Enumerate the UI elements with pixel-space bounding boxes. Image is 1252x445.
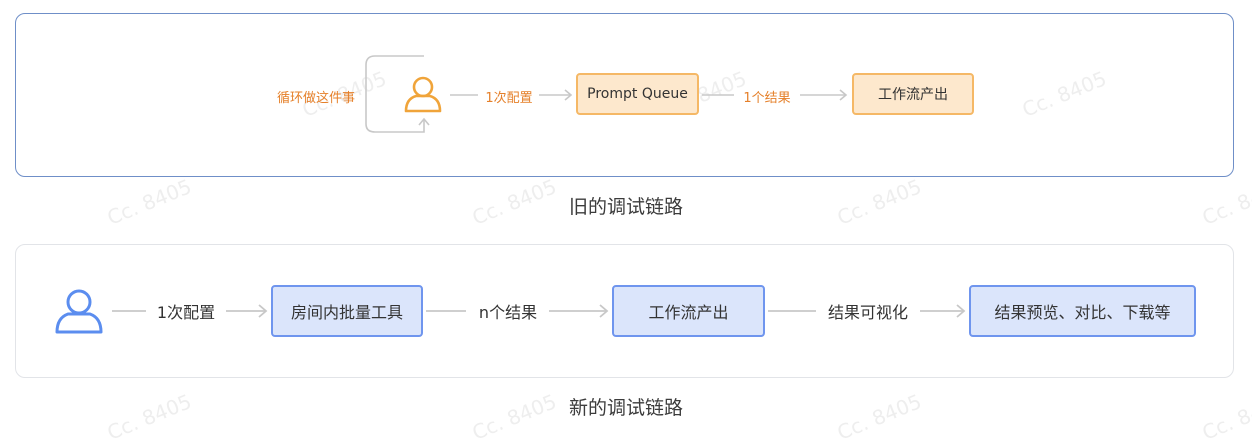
visualization-label: 结果可视化 [827, 303, 908, 322]
batch-tool-box: 房间内批量工具 [271, 285, 423, 337]
n-results-label: n个结果 [478, 303, 538, 322]
preview-compare-download-box: 结果预览、对比、下载等 [969, 285, 1196, 337]
old-config-label: 1次配置 [485, 90, 533, 106]
old-output-box: 工作流产出 [852, 73, 974, 115]
loop-label: 循环做这件事 [276, 90, 355, 106]
new-output-box: 工作流产出 [612, 285, 765, 337]
new-flow-caption: 新的调试链路 [568, 397, 683, 419]
old-flow-caption: 旧的调试链路 [568, 196, 683, 218]
prompt-queue-box: Prompt Queue [576, 73, 699, 115]
old-result-label: 1个结果 [743, 90, 791, 106]
new-config-label: 1次配置 [156, 303, 216, 322]
